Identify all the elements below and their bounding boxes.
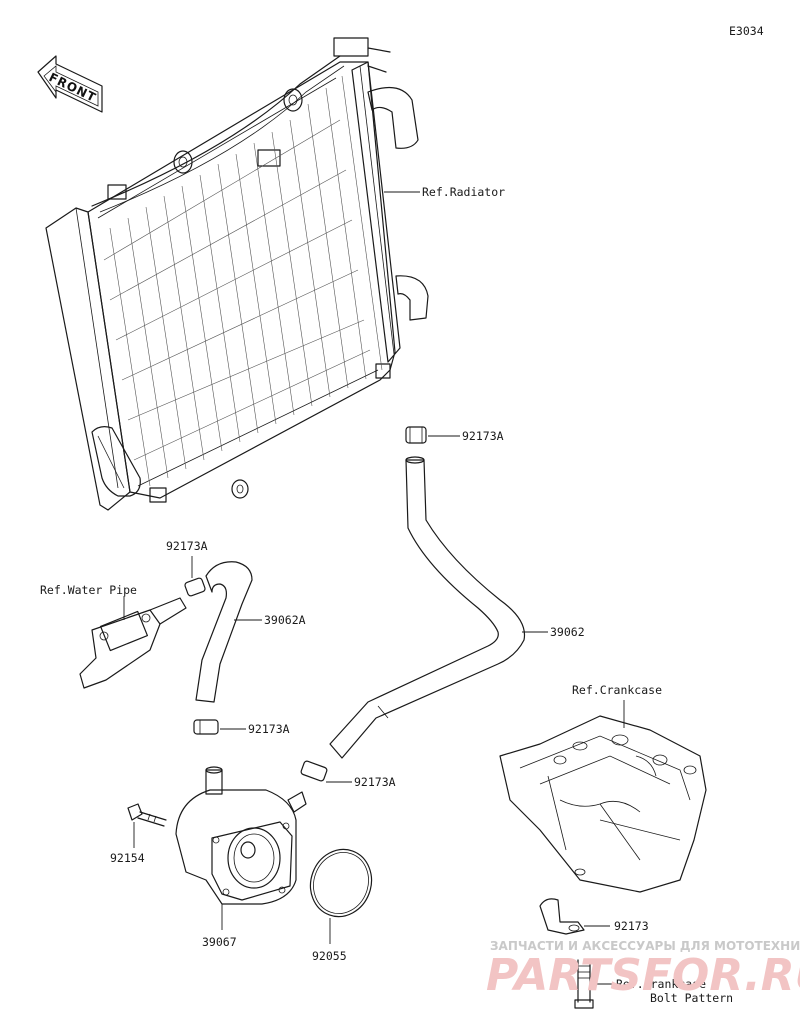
ref-radiator-label: Ref.Radiator — [422, 185, 505, 199]
clamp-hose-right-label: 92173A — [354, 775, 396, 789]
watermark-tagline: ЗАПЧАСТИ И АКСЕССУАРЫ ДЛЯ МОТОТЕХНИКИ — [490, 939, 800, 953]
oil-cooler-label: 39067 — [202, 935, 237, 949]
bolt-label: 92154 — [110, 851, 145, 865]
clamp-hose-right — [300, 760, 328, 782]
bracket-clamp-label: 92173 — [614, 919, 649, 933]
hose-small-label: 39062A — [264, 613, 306, 627]
hose-large-39062 — [329, 459, 526, 759]
water-pipe — [79, 597, 187, 689]
front-arrow-icon: FRONT — [37, 55, 103, 113]
clamp-hose-top-label: 92173A — [166, 539, 208, 553]
clamp-upper-label: 92173A — [462, 429, 504, 443]
ref-crankcase-label: Ref.Crankcase — [572, 683, 662, 697]
crankcase — [499, 715, 707, 893]
oil-cooler — [175, 766, 307, 905]
clamp-upper — [405, 426, 427, 444]
watermark-brand: PARTSFOR.RU — [486, 950, 800, 1001]
ref-water-pipe-label: Ref.Water Pipe — [40, 583, 137, 597]
diagram-code: E3034 — [729, 24, 764, 38]
bolt-92154 — [127, 803, 167, 827]
radiator-upper-hose — [367, 86, 419, 149]
radiator-lower-pipe — [395, 275, 429, 321]
hose-large-label: 39062 — [550, 625, 585, 639]
o-ring-label: 92055 — [312, 949, 347, 963]
clamp-hose-bottom-label: 92173A — [248, 722, 290, 736]
hose-small-39062A — [195, 561, 253, 703]
crankcase-bolt — [574, 959, 594, 1009]
front-label: FRONT — [47, 70, 99, 105]
radiator — [45, 37, 401, 511]
clamp-hose-bottom — [193, 719, 219, 735]
bracket-clamp — [539, 898, 585, 935]
radiator-fins — [103, 75, 383, 487]
ref-bolt-pattern-line1: Ref.Crankcase — [616, 977, 706, 991]
o-ring — [309, 848, 373, 918]
clamp-hose-top — [184, 577, 206, 597]
ref-bolt-pattern-line2: Bolt Pattern — [650, 991, 733, 1005]
